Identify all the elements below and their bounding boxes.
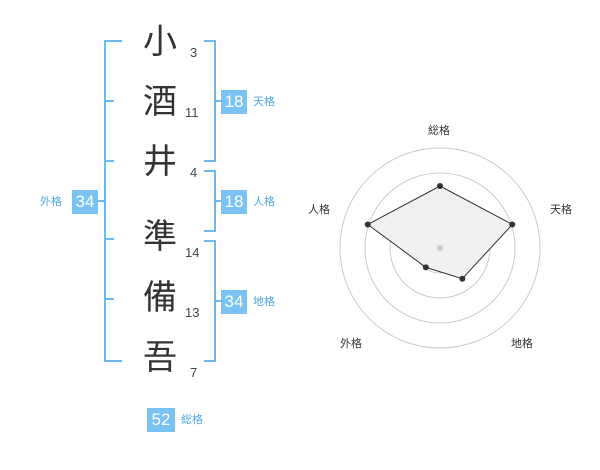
radar-polygon [366, 185, 514, 280]
radar-label-tenkaku: 天格 [550, 203, 572, 216]
radar-point-3 [422, 264, 429, 271]
gaikaku-bracket-tick [104, 238, 114, 240]
tenkaku-connector [214, 100, 222, 102]
stroke-count-6: 7 [190, 365, 198, 380]
gaikaku-bracket-tick [104, 100, 114, 102]
radar-label-gaikaku: 外格 [340, 337, 362, 350]
stroke-count-4: 14 [185, 245, 200, 260]
jinkaku-connector [214, 200, 222, 202]
stroke-count-2: 11 [185, 105, 199, 120]
name-kanji-1: 小 [143, 22, 177, 62]
radar-ring [389, 197, 491, 299]
radar-label-jinkaku: 人格 [308, 203, 330, 216]
radar-ring [414, 222, 466, 274]
name-kanji-6: 吾 [143, 338, 177, 378]
radar-ring [339, 147, 541, 349]
soukaku-label: 総格 [181, 413, 203, 426]
soukaku-badge: 52 [147, 408, 175, 432]
gaikaku-badge: 34 [72, 190, 98, 214]
radar-label-soukaku: 総格 [428, 124, 450, 137]
gaikaku-bracket-tick [104, 160, 114, 162]
jinkaku-label: 人格 [253, 195, 275, 208]
gaikaku-bracket [104, 40, 122, 362]
jinkaku-badge: 18 [221, 190, 247, 214]
gaikaku-bracket-tick [104, 298, 114, 300]
radar-point-4 [364, 221, 371, 228]
gaikaku-connector [98, 200, 106, 202]
tenkaku-label: 天格 [253, 95, 275, 108]
chikaku-connector [214, 300, 222, 302]
radar-ring [364, 172, 516, 324]
name-kanji-5: 備 [143, 278, 177, 318]
stroke-count-3: 4 [190, 165, 198, 180]
radar-point-1 [509, 221, 516, 228]
radar-label-chikaku: 地格 [511, 337, 533, 350]
radar-point-0 [437, 183, 443, 189]
name-kanji-3: 井 [143, 142, 177, 182]
stroke-count-1: 3 [190, 45, 198, 60]
stroke-count-5: 13 [185, 305, 200, 320]
name-kanji-2: 酒 [143, 82, 177, 122]
radar-center-dot [437, 245, 443, 251]
name-kanji-4: 準 [143, 217, 177, 257]
chikaku-label: 地格 [253, 295, 275, 308]
radar-point-2 [459, 275, 466, 282]
gaikaku-label: 外格 [40, 195, 62, 208]
tenkaku-badge: 18 [221, 90, 247, 114]
chikaku-badge: 34 [221, 290, 247, 314]
